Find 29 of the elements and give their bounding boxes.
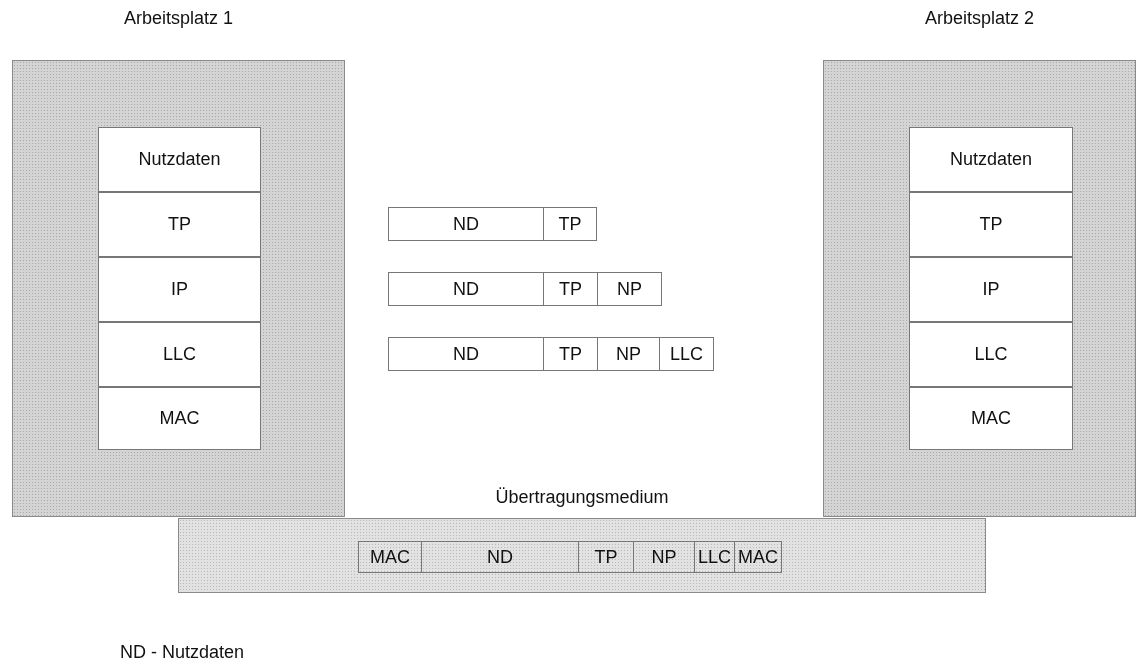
header-field: LLC <box>659 337 714 371</box>
protocol-layer: MAC <box>909 387 1073 450</box>
header-field: ND <box>388 207 544 241</box>
workstation-heading: Arbeitsplatz 2 <box>923 8 1036 29</box>
frame-field: LLC <box>694 541 735 573</box>
protocol-layer: IP <box>98 257 261 322</box>
protocol-layer: MAC <box>98 387 261 450</box>
protocol-layer: Nutzdaten <box>909 127 1073 192</box>
header-field: TP <box>543 207 597 241</box>
protocol-layer: TP <box>98 192 261 257</box>
protocol-layer: TP <box>909 192 1073 257</box>
frame-field: MAC <box>358 541 422 573</box>
header-field: ND <box>388 337 544 371</box>
header-field: NP <box>597 337 660 371</box>
protocol-layer: IP <box>909 257 1073 322</box>
frame-field: MAC <box>734 541 782 573</box>
header-field: TP <box>543 337 598 371</box>
header-field: TP <box>543 272 598 306</box>
frame-field: NP <box>633 541 695 573</box>
header-field: ND <box>388 272 544 306</box>
protocol-layer: Nutzdaten <box>98 127 261 192</box>
legend-note: ND - Nutzdaten <box>120 642 245 663</box>
protocol-layer: LLC <box>98 322 261 387</box>
frame-field: ND <box>421 541 579 573</box>
workstation-heading: Arbeitsplatz 1 <box>122 8 235 29</box>
protocol-layer: LLC <box>909 322 1073 387</box>
header-field: NP <box>597 272 662 306</box>
medium-heading: Übertragungsmedium <box>494 487 670 508</box>
frame-field: TP <box>578 541 634 573</box>
